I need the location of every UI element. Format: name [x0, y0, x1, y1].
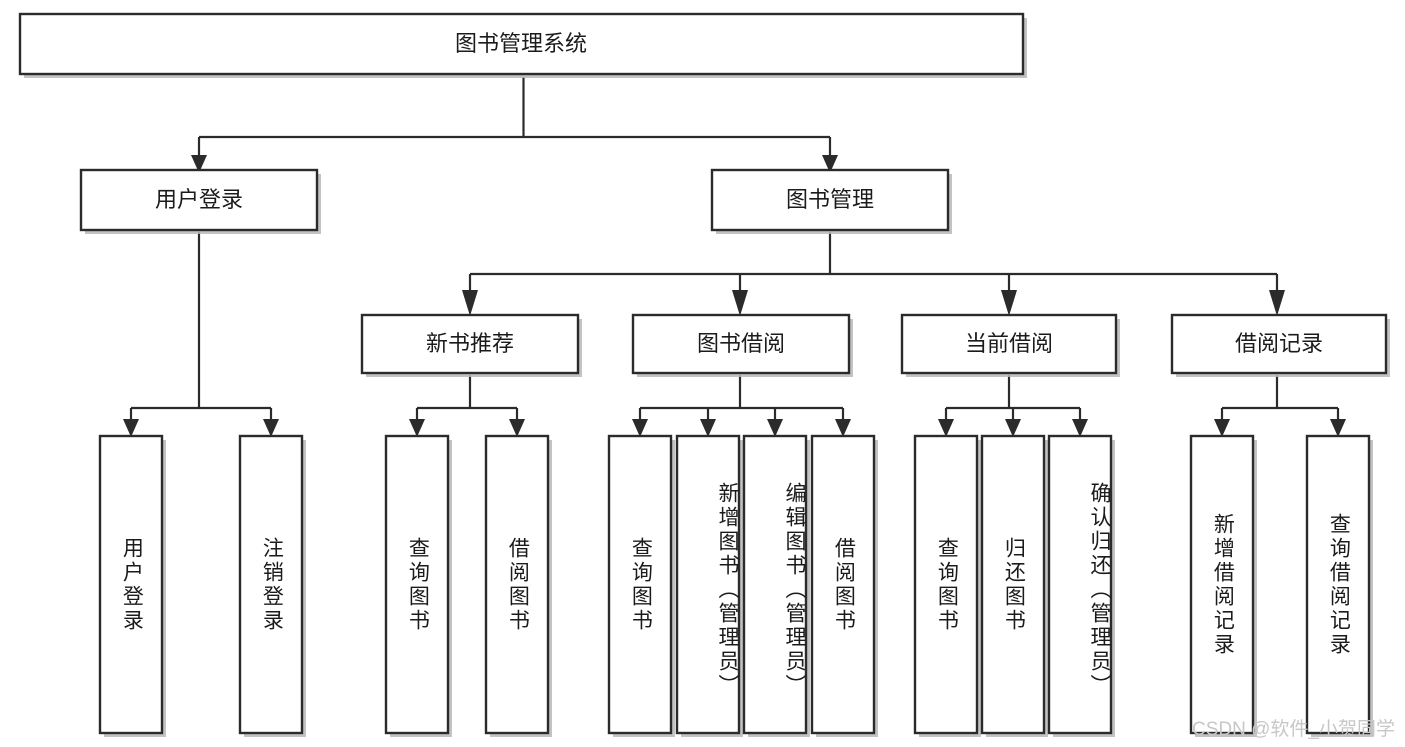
node-new-book-recommend-box [360, 313, 580, 375]
leaf-user-login[interactable] [98, 434, 166, 737]
node-root[interactable]: 图书管理系统 [18, 12, 1027, 78]
arrow-root-to-book-management [822, 155, 838, 173]
leaf-add-book-admin-box [675, 434, 741, 735]
node-user-login-label: 用户登录 [155, 187, 243, 212]
leaf-return-book[interactable] [980, 434, 1048, 737]
leaf-borrow-book-1-box [484, 434, 550, 735]
arrow-bb-leaf3 [767, 419, 783, 437]
arrow-bb-leaf1 [632, 419, 648, 437]
leaf-query-book-2-box [607, 434, 673, 735]
arrow-bb-leaf4 [835, 419, 851, 437]
leaf-query-book-1-box [384, 434, 450, 735]
csdn-watermark: CSDN @软件_小贺同学 [1192, 719, 1395, 740]
arrow-to-current-borrow [1001, 290, 1017, 316]
arrow-to-leaf-user-login [123, 419, 139, 437]
leaf-add-borrow-record-box [1189, 434, 1255, 735]
node-book-borrow-label: 图书借阅 [697, 331, 785, 356]
leaf-query-book-3[interactable] [913, 434, 981, 737]
leaf-borrow-book-1[interactable] [484, 434, 552, 737]
node-current-borrow-box [900, 313, 1118, 375]
node-root-label: 图书管理系统 [455, 31, 587, 56]
leaf-query-book-3-box [913, 434, 979, 735]
node-book-borrow[interactable]: 图书借阅 [631, 313, 853, 377]
leaf-confirm-return-admin-box [1047, 434, 1113, 735]
arrow-nbr-leaf1 [409, 419, 425, 437]
arrow-cb-leaf2 [1005, 419, 1021, 437]
leaf-add-book-admin[interactable] [675, 434, 743, 737]
node-user-login-box [79, 168, 319, 232]
node-new-book-recommend-label: 新书推荐 [426, 331, 514, 356]
arrow-cb-leaf1 [938, 419, 954, 437]
arrow-to-leaf-logout-login [263, 419, 279, 437]
node-user-login[interactable]: 用户登录 [79, 168, 321, 234]
node-new-book-recommend[interactable]: 新书推荐 [360, 313, 582, 377]
leaf-add-borrow-record[interactable] [1189, 434, 1257, 737]
leaf-user-login-box [98, 434, 164, 735]
arrow-nbr-leaf2 [509, 419, 525, 437]
leaf-borrow-book-2-box [810, 434, 876, 735]
node-current-borrow-label: 当前借阅 [965, 331, 1053, 356]
leaf-query-borrow-record[interactable] [1305, 434, 1373, 737]
node-book-management-box [710, 168, 950, 232]
node-book-borrow-box [631, 313, 851, 375]
leaf-confirm-return-admin[interactable] [1047, 434, 1115, 737]
leaf-query-book-1[interactable] [384, 434, 452, 737]
arrow-br-leaf2 [1330, 419, 1346, 437]
node-book-management[interactable]: 图书管理 [710, 168, 952, 234]
leaf-edit-book-admin[interactable] [742, 434, 810, 737]
leaf-query-borrow-record-box [1305, 434, 1371, 735]
leaf-return-book-box [980, 434, 1046, 735]
arrow-br-leaf1 [1214, 419, 1230, 437]
arrow-to-new-book-recommend [462, 290, 478, 316]
arrow-root-to-user-login [191, 155, 207, 173]
node-borrow-record-label: 借阅记录 [1235, 331, 1323, 356]
node-book-management-label: 图书管理 [786, 187, 874, 212]
node-borrow-record[interactable]: 借阅记录 [1170, 313, 1390, 377]
arrow-cb-leaf3 [1072, 419, 1088, 437]
connector-layer [123, 77, 1346, 437]
arrow-to-borrow-record [1269, 290, 1285, 316]
leaf-query-book-2[interactable] [607, 434, 675, 737]
leaf-logout-login[interactable] [238, 434, 306, 737]
leaf-edit-book-admin-box [742, 434, 808, 735]
leaf-borrow-book-2[interactable] [810, 434, 878, 737]
node-root-box [18, 12, 1025, 76]
leaf-logout-login-box [238, 434, 304, 735]
node-current-borrow[interactable]: 当前借阅 [900, 313, 1120, 377]
arrow-bb-leaf2 [700, 419, 716, 437]
node-borrow-record-box [1170, 313, 1388, 375]
arrow-to-book-borrow [732, 290, 748, 316]
